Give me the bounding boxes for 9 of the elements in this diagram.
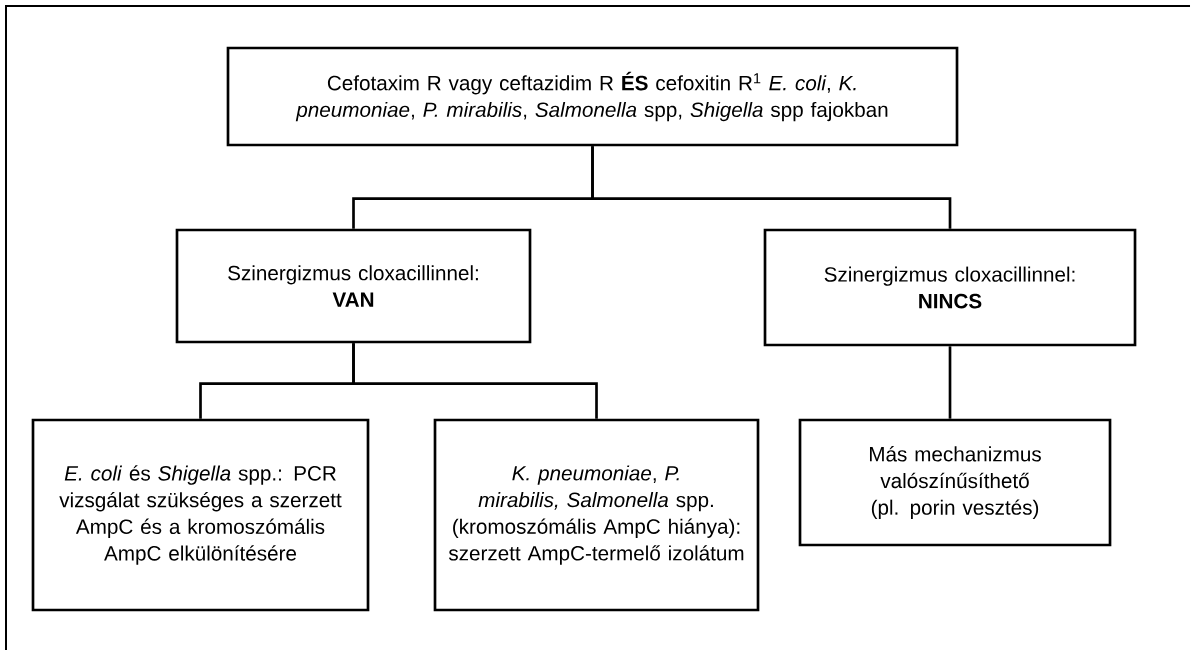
box: Más mechanizmus valószínűsíthető (pl. porin vesztés) [798,418,1112,547]
box: K. pneumoniae, P. mirabilis, Salmonella spp. (kromoszómális AmpC hiánya): szerzett AmpC-termelő izolátum [433,418,760,612]
connector [591,146,952,229]
connector [948,346,952,419]
box: Szinergizmus cloxacillinnel: NINCS [763,228,1137,347]
box: Cefotaxim R vagy ceftazidim R ÉS cefoxitin R$^{1}$ E. coli, K. pneumoniae, P. mirabilis, Salmonella spp, Shigella spp fajokban [226,46,959,147]
box: E. coli és Shigella spp.: PCR vizsgálat szükséges a szerzett AmpC és a kromoszómális AmpC elkülönítésére [31,418,370,612]
connector [352,343,598,419]
box: Szinergizmus cloxacillinnel: VAN [175,228,532,344]
